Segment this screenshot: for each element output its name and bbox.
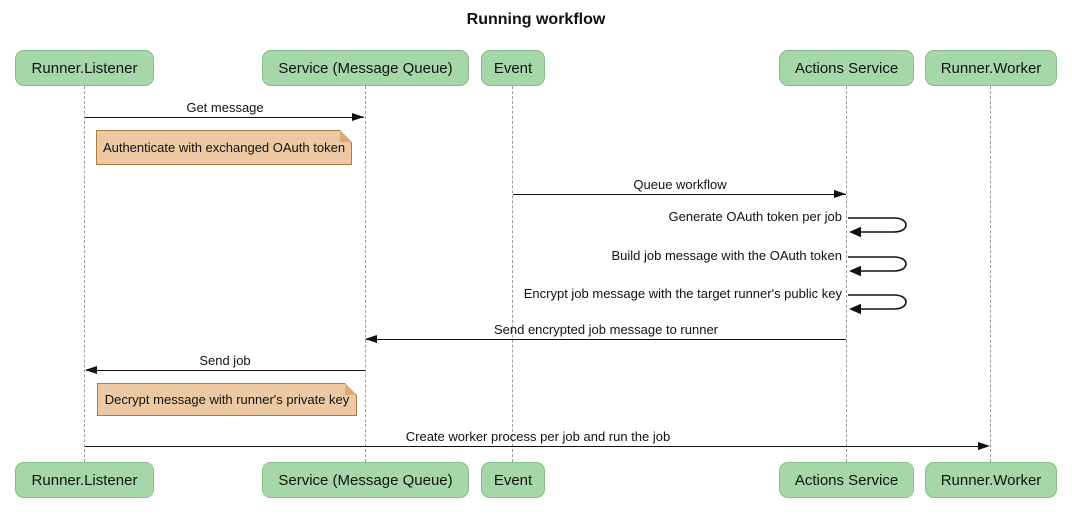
participant-runner-worker-bottom: Runner.Worker (925, 462, 1057, 498)
participant-event-bottom: Event (481, 462, 545, 498)
participant-actions-service-bottom: Actions Service (779, 462, 914, 498)
participant-runner-listener-bottom: Runner.Listener (15, 462, 154, 498)
note-decrypt-private-key: Decrypt message with runner's private ke… (97, 383, 357, 416)
message-label-send-job: Send job (199, 353, 251, 368)
note-authenticate-oauth: Authenticate with exchanged OAuth token (96, 130, 352, 165)
lifeline-actions-service (846, 86, 847, 462)
arrowhead-icon (978, 442, 990, 450)
arrowhead-icon (365, 335, 377, 343)
message-label-encrypt-job-message: Encrypt job message with the target runn… (523, 286, 842, 301)
message-line-queue-workflow (513, 194, 846, 195)
participant-service-message-queue-top: Service (Message Queue) (262, 50, 469, 86)
participant-event-top: Event (481, 50, 545, 86)
message-line-send-encrypted-job (366, 339, 846, 340)
lifeline-runner-worker (990, 86, 991, 462)
message-label-build-job-message: Build job message with the OAuth token (611, 248, 842, 263)
message-line-create-worker (85, 446, 978, 447)
participant-runner-listener-top: Runner.Listener (15, 50, 154, 86)
self-message-loop-icon (848, 217, 907, 238)
participant-actions-service-top: Actions Service (779, 50, 914, 86)
arrowhead-icon (834, 190, 846, 198)
arrowhead-icon (85, 366, 97, 374)
message-line-get-message (85, 117, 364, 118)
self-message-loop-icon (848, 256, 907, 277)
message-label-queue-workflow: Queue workflow (633, 177, 727, 192)
lifeline-runner-listener (84, 86, 85, 462)
participant-runner-worker-top: Runner.Worker (925, 50, 1057, 86)
message-label-create-worker: Create worker process per job and run th… (405, 429, 671, 444)
participant-service-message-queue-bottom: Service (Message Queue) (262, 462, 469, 498)
message-label-send-encrypted-job: Send encrypted job message to runner (493, 322, 719, 337)
message-line-send-job (86, 370, 365, 371)
self-message-loop-icon (848, 294, 907, 315)
message-label-generate-oauth-token: Generate OAuth token per job (668, 209, 842, 224)
arrowhead-icon (352, 113, 364, 121)
lifeline-service-message-queue (365, 86, 366, 462)
diagram-title: Running workflow (466, 11, 606, 28)
message-label-get-message: Get message (186, 100, 264, 115)
lifeline-event (512, 86, 513, 462)
